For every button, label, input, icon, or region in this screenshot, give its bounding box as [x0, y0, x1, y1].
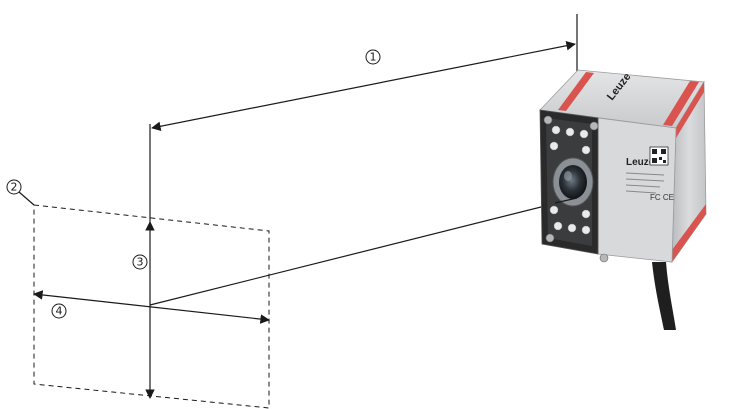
device-label-line-3 — [625, 184, 661, 188]
device-lens-highlight — [564, 171, 572, 181]
callout-2: 2 — [6, 179, 22, 195]
device-front-panel — [597, 117, 677, 263]
device-top-stripe-front — [663, 81, 699, 126]
device-top-stripe-back — [558, 72, 594, 111]
device-cable — [652, 262, 676, 330]
barcode-scanner-device: Leuze Leuze FC CE — [539, 69, 707, 330]
device-qr-code — [649, 146, 669, 166]
reading-field-outline — [33, 204, 270, 409]
device-side-stripe-top — [676, 82, 704, 138]
callout-2-label: 2 — [11, 181, 18, 194]
callout-3: 3 — [132, 254, 148, 270]
device-front-logo: Leuze — [626, 157, 655, 168]
device-label-line-1 — [625, 172, 665, 176]
callout-3-label: 3 — [137, 256, 144, 269]
device-label-line-4 — [625, 190, 657, 194]
callout-4: 4 — [51, 303, 67, 319]
callout-2-leader — [18, 191, 35, 206]
device-side-stripe-bottom — [672, 204, 706, 262]
device-label-line-2 — [625, 178, 665, 182]
callout-1-label: 1 — [370, 51, 377, 64]
device-ce-mark: FC CE — [650, 193, 674, 202]
device-led-ring — [549, 125, 591, 235]
reading-distance-arrow — [151, 40, 576, 132]
field-width-arrow — [33, 290, 270, 324]
device-lens — [559, 165, 587, 199]
callout-4-label: 4 — [56, 305, 63, 318]
optical-axis-lens-segment — [554, 197, 578, 204]
callout-1: 1 — [365, 49, 381, 65]
optical-axis-line — [149, 197, 578, 306]
device-screws — [543, 115, 609, 263]
